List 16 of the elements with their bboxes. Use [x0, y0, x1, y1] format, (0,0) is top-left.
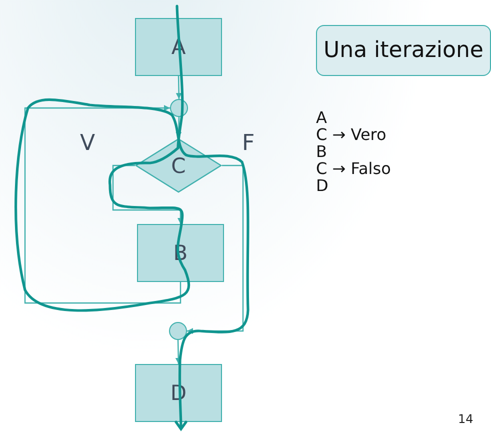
trace-step: A — [316, 108, 327, 127]
arrow — [176, 76, 182, 100]
trace-step: B — [316, 142, 327, 161]
trace-step: C → Vero — [316, 125, 386, 144]
branch-label: V — [80, 131, 96, 156]
junction-circle — [169, 322, 187, 340]
branch-label: F — [242, 131, 255, 156]
node-label: C — [171, 154, 186, 178]
decision-diamond — [135, 138, 222, 193]
title-box: Una iterazione — [316, 25, 491, 76]
arrow — [175, 340, 182, 364]
arrow — [24, 105, 182, 304]
page-number: 14 — [458, 412, 474, 426]
trace-step: D — [316, 176, 328, 195]
trace-step: C → Falso — [316, 159, 391, 178]
arrow — [112, 164, 184, 224]
